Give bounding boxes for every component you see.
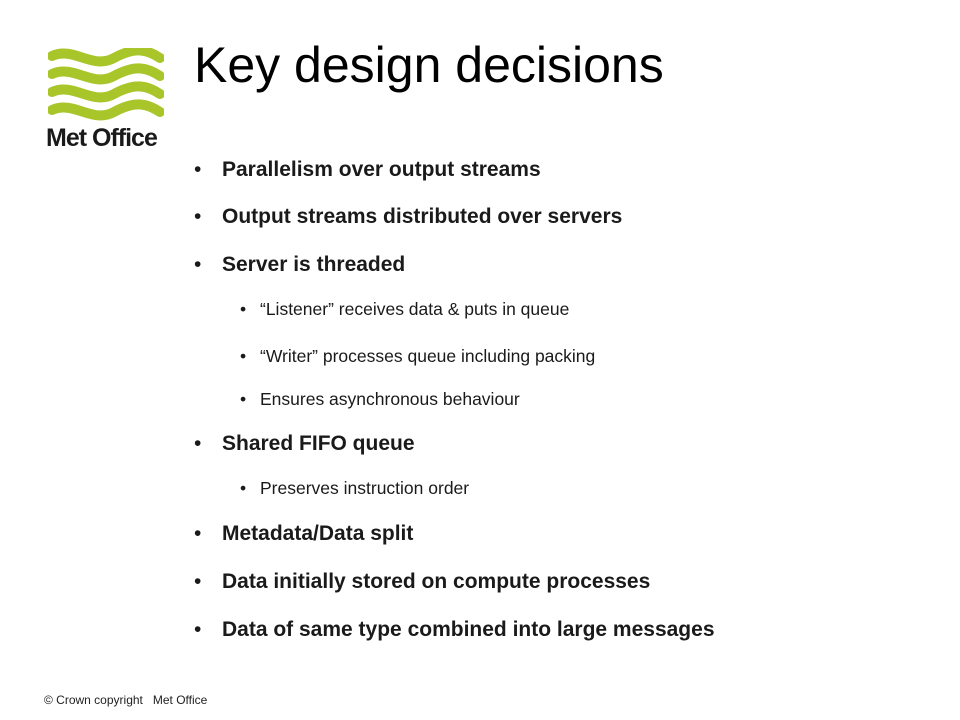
bullet-dot: • [194, 205, 202, 228]
slide-title: Key design decisions [194, 37, 664, 93]
bullet-dot: • [240, 478, 247, 498]
bullet-item: • Data of same type combined into large m… [194, 618, 715, 642]
bullet-dot: • [194, 618, 202, 641]
sub-bullet-item: • “Writer” processes queue including pack… [240, 346, 595, 367]
bullet-text: Preserves instruction order [260, 478, 470, 498]
bullet-text: Parallelism over output streams [222, 158, 541, 181]
bullet-dot: • [194, 432, 202, 455]
met-office-logo: Met Office [40, 38, 170, 158]
bullet-text: “Writer” processes queue including packi… [260, 346, 596, 366]
copyright-footer: © Crown copyright Met Office [44, 693, 208, 707]
bullet-item: • Output streams distributed over servers [194, 205, 622, 229]
bullet-dot: • [240, 389, 247, 409]
bullet-text: Data initially stored on compute process… [222, 570, 651, 593]
bullet-item: • Server is threaded [194, 253, 405, 277]
bullet-item: • Metadata/Data split [194, 522, 413, 546]
met-office-waves-icon [48, 48, 164, 121]
bullet-item: • Data initially stored on compute proces… [194, 570, 650, 594]
bullet-item: • Shared FIFO queue [194, 432, 415, 456]
bullet-dot: • [194, 158, 202, 181]
bullet-text: Data of same type combined into large me… [222, 618, 715, 641]
bullet-text: Server is threaded [222, 253, 406, 276]
sub-bullet-item: • Ensures asynchronous behaviour [240, 389, 520, 410]
sub-bullet-item: • Preserves instruction order [240, 478, 469, 499]
bullet-dot: • [240, 299, 247, 319]
bullet-dot: • [194, 570, 202, 593]
bullet-text: Metadata/Data split [222, 522, 414, 545]
bullet-text: “Listener” receives data & puts in queue [260, 299, 570, 319]
bullet-dot: • [194, 253, 202, 276]
bullet-text: Output streams distributed over servers [222, 205, 623, 228]
bullet-dot: • [240, 346, 247, 366]
bullet-text: Ensures asynchronous behaviour [260, 389, 520, 409]
bullet-text: Shared FIFO queue [222, 432, 415, 455]
sub-bullet-item: • “Listener” receives data & puts in queu… [240, 299, 569, 320]
logo-wordmark: Met Office [46, 124, 158, 152]
bullet-item: • Parallelism over output streams [194, 158, 541, 182]
bullet-dot: • [194, 522, 202, 545]
